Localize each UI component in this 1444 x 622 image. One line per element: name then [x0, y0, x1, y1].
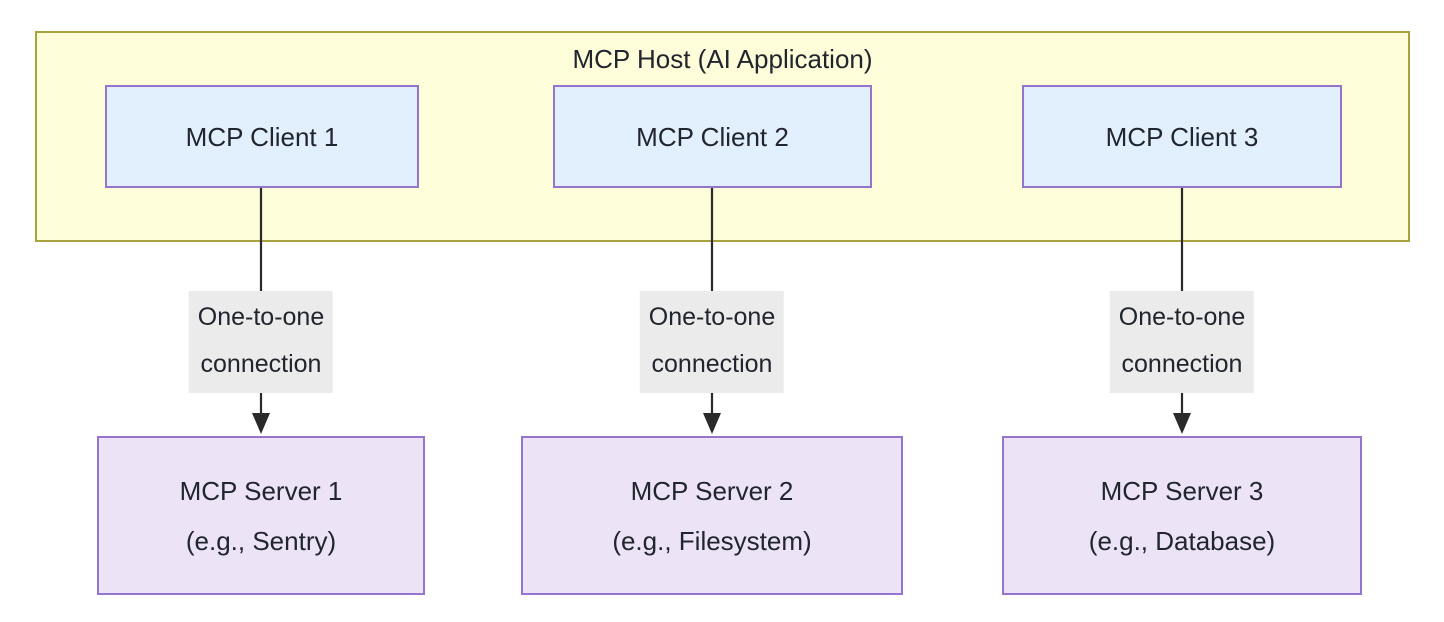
- mcp-server-1-subtitle: (e.g., Sentry): [185, 525, 337, 556]
- mcp-client-2-label: MCP Client 2: [636, 121, 789, 152]
- mcp-server-3-subtitle: (e.g., Database): [1088, 525, 1276, 556]
- mcp-server-2-node[interactable]: MCP Server 2 (e.g., Filesystem): [521, 436, 903, 595]
- mcp-server-2-title: MCP Server 2: [630, 475, 794, 506]
- edge-label-client3-server3: One-to-one connection: [1109, 291, 1255, 393]
- arrowhead-down-icon: [703, 413, 721, 434]
- edge-label-line-1: One-to-one: [1118, 303, 1246, 331]
- mcp-client-3-label: MCP Client 3: [1105, 121, 1259, 152]
- mcp-server-1-node[interactable]: MCP Server 1 (e.g., Sentry): [97, 436, 425, 595]
- mcp-server-3-title: MCP Server 3: [1100, 475, 1264, 506]
- mcp-server-3-node[interactable]: MCP Server 3 (e.g., Database): [1002, 436, 1362, 595]
- edge-label-line-2: connection: [651, 350, 773, 378]
- mcp-server-2-subtitle: (e.g., Filesystem): [612, 525, 812, 556]
- arrowhead-down-icon: [1173, 413, 1191, 434]
- mcp-client-1-node[interactable]: MCP Client 1: [105, 85, 419, 188]
- edge-label-line-2: connection: [200, 350, 322, 378]
- edge-label-client2-server2: One-to-one connection: [639, 291, 785, 393]
- edge-label-line-1: One-to-one: [197, 303, 325, 331]
- mcp-host-title: MCP Host (AI Application): [572, 44, 873, 74]
- edge-label-line-1: One-to-one: [648, 303, 776, 331]
- edge-label-line-2: connection: [1121, 350, 1243, 378]
- mcp-client-3-node[interactable]: MCP Client 3: [1022, 85, 1342, 188]
- arrowhead-down-icon: [252, 413, 270, 434]
- edge-label-client1-server1: One-to-one connection: [188, 291, 334, 393]
- mcp-client-1-label: MCP Client 1: [185, 121, 339, 152]
- mcp-client-2-node[interactable]: MCP Client 2: [553, 85, 872, 188]
- mcp-server-1-title: MCP Server 1: [179, 475, 343, 506]
